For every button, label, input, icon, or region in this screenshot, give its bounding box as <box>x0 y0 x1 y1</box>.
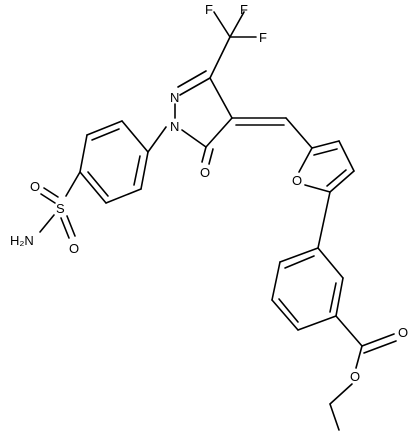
bond-ch-furan <box>285 117 313 149</box>
bond-c5-o-a <box>201 146 207 163</box>
bond-c3-n2-a <box>179 77 211 96</box>
bond-b6-b1-a <box>279 247 319 263</box>
atom-s: S <box>56 201 65 216</box>
bond-c5-c4 <box>205 117 233 148</box>
bond-p4-s <box>65 171 81 197</box>
bond-o-f2 <box>298 147 313 173</box>
bond-n1-c5 <box>181 129 207 148</box>
bond-f3-f4 <box>338 140 355 172</box>
atom-labels: F F F N N O O S O O H₂N O O <box>10 2 408 384</box>
bond-b2-b3-a <box>335 277 344 317</box>
bond-c5-o-b <box>208 148 214 165</box>
atom-f1: F <box>205 2 213 17</box>
bond-p2-p3-b <box>91 128 120 141</box>
atom-o-s2: O <box>69 241 79 256</box>
bond-b2-b3-b <box>329 282 337 313</box>
bond-furan-benzene <box>317 191 331 249</box>
bond-f4-f5-a <box>329 170 355 193</box>
atom-nh2: H₂N <box>10 233 34 248</box>
bond-p6-p1-b <box>133 155 141 186</box>
bond-n1-phenyl <box>147 126 167 153</box>
bond-f5-o <box>304 184 331 193</box>
atom-o-furan: O <box>292 173 302 188</box>
bond-b4-b5-a <box>271 299 299 331</box>
bond-oester-ch2 <box>329 383 353 405</box>
bond-p5-p6 <box>105 188 142 204</box>
bonds <box>39 11 397 431</box>
bond-cf3-c3 <box>209 36 231 79</box>
atom-o-s1: O <box>30 179 40 194</box>
bond-carbonyl-o-a <box>361 333 395 347</box>
bond-f2-f3-b <box>313 148 338 156</box>
bond-p4-p5-a <box>79 171 107 204</box>
bond-cf3-f1 <box>213 11 231 38</box>
bond-b6-b1-b <box>284 255 315 269</box>
bond-f4-f5-b <box>326 169 347 187</box>
bond-b3-b4 <box>297 315 337 331</box>
atom-o-carbonyl: O <box>398 325 408 340</box>
bond-s-o2-a <box>60 217 70 239</box>
bond-c3-n2-b <box>177 70 207 88</box>
bond-carbonyl-oester <box>355 345 363 369</box>
bond-carbonyl-o-b <box>363 340 397 354</box>
atom-n1: N <box>170 119 179 134</box>
bond-cf3-f2 <box>229 11 245 38</box>
bond-p4-p5-b <box>87 171 109 197</box>
bond-s-n <box>39 214 55 233</box>
atom-o-ester: O <box>350 369 360 384</box>
bond-p1-p2 <box>121 120 149 153</box>
atom-f2: F <box>240 2 248 17</box>
bond-ring-carbonyl <box>335 315 363 347</box>
atom-f3: F <box>259 30 267 45</box>
bond-s-o1-b <box>40 193 56 204</box>
bond-b4-b5-b <box>278 298 299 323</box>
bond-s-o2-b <box>66 215 76 237</box>
bond-b5-b6 <box>271 261 281 301</box>
bond-p6-p1-a <box>140 151 149 190</box>
atom-o-keto: O <box>200 165 210 180</box>
bond-b1-b2 <box>317 247 344 279</box>
bond-c4-c3 <box>209 77 233 119</box>
bond-p2-p3-a <box>86 120 123 136</box>
bond-p3-p4 <box>79 134 88 173</box>
bond-ch2-ch3 <box>329 403 340 431</box>
atom-n2: N <box>170 90 179 105</box>
bond-f2-f3-a <box>311 140 340 149</box>
bond-s-o1-a <box>43 187 59 198</box>
